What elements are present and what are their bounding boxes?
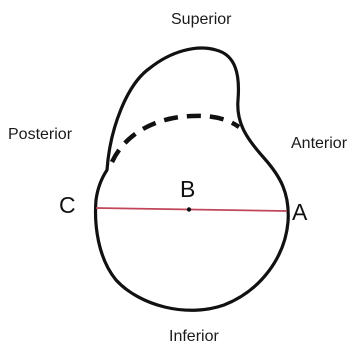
center-point-b	[186, 207, 192, 212]
dashed-notch-arc	[109, 113, 241, 163]
measurement-line-ca	[95, 207, 288, 212]
point-label-c: C	[59, 192, 76, 218]
label-anterior: Anterior	[291, 135, 348, 152]
point-label-b: B	[180, 176, 195, 202]
label-posterior: Posterior	[8, 126, 73, 143]
label-inferior: Inferior	[169, 328, 219, 345]
point-label-a: A	[292, 199, 308, 225]
label-superior: Superior	[171, 11, 232, 28]
glenoid-outline	[93, 46, 290, 312]
